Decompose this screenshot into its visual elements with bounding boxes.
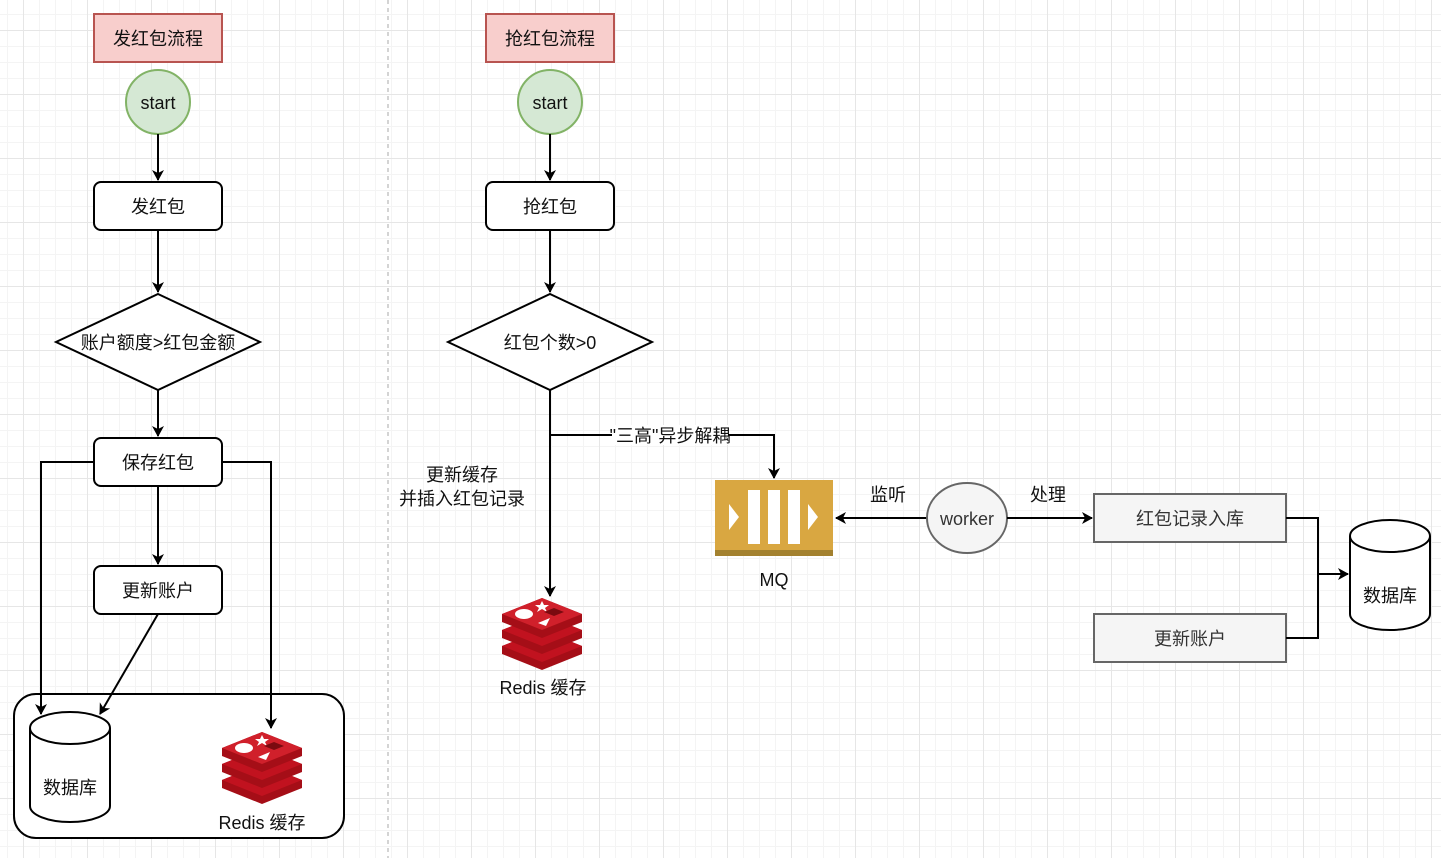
grab-step-update-account[interactable]: 更新账户 <box>1093 613 1287 663</box>
svg-text:更新账户: 更新账户 <box>122 581 194 601</box>
edge-record-to-database <box>1286 517 1349 580</box>
send-database[interactable]: 数据库 <box>29 711 111 823</box>
worker-node[interactable]: worker <box>926 482 1008 554</box>
redis-icon <box>222 732 302 804</box>
svg-text:发红包流程: 发红包流程 <box>113 29 203 49</box>
edge-async-label: "三高"异步解耦 <box>610 426 731 446</box>
grab-flow: 抢红包流程 start 抢红包 红包个数>0 更新缓存 并插入红包记录 "三高"… <box>399 13 1431 698</box>
grab-flow-title[interactable]: 抢红包流程 <box>485 13 615 63</box>
svg-text:更新账户: 更新账户 <box>1154 629 1226 649</box>
redis-icon <box>502 598 582 670</box>
edge-cache-label-line2: 并插入红包记录 <box>399 489 525 509</box>
edge-update-to-database <box>99 613 159 715</box>
svg-text:保存红包: 保存红包 <box>122 453 194 473</box>
svg-text:MQ: MQ <box>760 570 789 590</box>
grab-decision[interactable]: 红包个数>0 <box>445 292 655 392</box>
svg-text:start: start <box>532 93 567 113</box>
grab-database[interactable]: 数据库 <box>1349 519 1431 631</box>
svg-text:红包记录入库: 红包记录入库 <box>1136 509 1244 529</box>
grab-step-grab[interactable]: 抢红包 <box>485 181 615 231</box>
send-step-send[interactable]: 发红包 <box>93 181 223 231</box>
svg-text:抢红包流程: 抢红包流程 <box>505 29 595 49</box>
svg-text:账户额度>红包金额: 账户额度>红包金额 <box>81 333 236 353</box>
svg-text:红包个数>0: 红包个数>0 <box>504 333 597 353</box>
mq-node[interactable]: MQ <box>715 480 833 590</box>
send-flow-title[interactable]: 发红包流程 <box>93 13 223 63</box>
svg-text:抢红包: 抢红包 <box>523 197 577 217</box>
edge-save-to-database <box>35 461 94 715</box>
message-queue-icon <box>715 480 833 556</box>
send-step-update-account[interactable]: 更新账户 <box>93 565 223 615</box>
grab-redis[interactable]: Redis 缓存 <box>499 598 587 698</box>
send-decision[interactable]: 账户额度>红包金额 <box>53 292 263 392</box>
listen-label: 监听 <box>870 485 906 505</box>
edge-async-label-bg <box>612 425 728 445</box>
svg-text:发红包: 发红包 <box>131 197 185 217</box>
svg-text:数据库: 数据库 <box>1363 586 1417 606</box>
send-step-save[interactable]: 保存红包 <box>93 437 223 487</box>
edge-update-to-database <box>1286 574 1319 639</box>
svg-text:start: start <box>140 93 175 113</box>
svg-text:worker: worker <box>939 509 994 529</box>
edge-cache-label-line1: 更新缓存 <box>426 465 498 485</box>
grab-start-node[interactable]: start <box>517 69 583 135</box>
send-start-node[interactable]: start <box>125 69 191 135</box>
svg-text:Redis 缓存: Redis 缓存 <box>499 678 586 698</box>
svg-text:数据库: 数据库 <box>43 778 97 798</box>
process-label: 处理 <box>1030 485 1066 505</box>
send-flow: 发红包流程 start 发红包 账户额度>红包金额 保存红包 更新账户 <box>13 13 345 839</box>
edge-save-to-redis <box>222 461 277 729</box>
svg-text:Redis 缓存: Redis 缓存 <box>218 813 305 833</box>
send-redis[interactable]: Redis 缓存 <box>218 732 306 833</box>
grab-step-record-insert[interactable]: 红包记录入库 <box>1093 493 1287 543</box>
